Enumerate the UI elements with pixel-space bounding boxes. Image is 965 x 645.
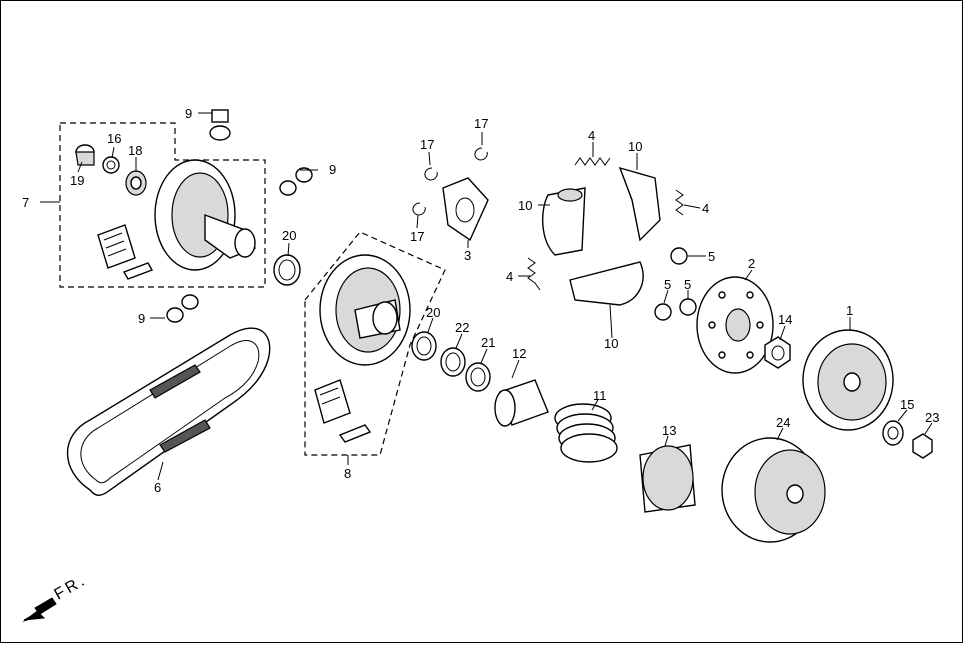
- slide-piece-9-mid: [279, 167, 313, 196]
- damper-5-c: [679, 298, 697, 316]
- callout-24: 24: [776, 415, 790, 430]
- callout-17-c: 17: [410, 229, 424, 244]
- callout-5-b: 5: [664, 277, 671, 292]
- clutch-spring-4-left: [527, 257, 541, 291]
- callout-9-low: 9: [138, 311, 145, 326]
- callout-10-top: 10: [628, 139, 642, 154]
- circlip-17-c: [412, 202, 426, 216]
- bearing-ring-20-low: [411, 331, 437, 361]
- damper-5-b: [654, 303, 672, 321]
- clutch-drive-plate-2: [696, 276, 774, 374]
- callout-19: 19: [70, 173, 84, 188]
- callout-11: 11: [593, 388, 607, 403]
- instruction-card-8: [314, 379, 351, 424]
- clutch-spring-4-right: [675, 189, 684, 216]
- front-direction-label: FR.: [52, 571, 91, 603]
- slide-piece-9-low: [166, 294, 199, 323]
- callout-17-b: 17: [474, 116, 488, 131]
- callout-5-c: 5: [684, 277, 691, 292]
- callout-20-top: 20: [282, 228, 296, 243]
- clutch-outer-1: [802, 329, 894, 431]
- callout-6: 6: [154, 480, 161, 495]
- bearing-ring-20-top: [273, 254, 301, 286]
- leader-lines: [40, 112, 933, 481]
- callout-17-a: 17: [420, 137, 434, 152]
- callout-21: 21: [481, 335, 495, 350]
- callout-5-a: 5: [708, 249, 715, 264]
- callout-18: 18: [128, 143, 142, 158]
- callout-3: 3: [464, 248, 471, 263]
- callout-14: 14: [778, 312, 792, 327]
- callout-4-top: 4: [588, 128, 595, 143]
- callout-22: 22: [455, 320, 469, 335]
- callout-4-right: 4: [702, 201, 709, 216]
- circlip-17-a: [424, 167, 438, 181]
- grease-tube-8: [338, 424, 372, 443]
- driven-face: [319, 254, 411, 366]
- callout-16: 16: [107, 131, 121, 146]
- washer-22: [440, 347, 466, 377]
- clutch-shoe-10-low: [569, 261, 644, 306]
- callout-10-low: 10: [604, 336, 618, 351]
- callout-15: 15: [900, 397, 914, 412]
- callout-9-top: 9: [185, 106, 192, 121]
- kit-box-7: [59, 122, 266, 288]
- nut-23: [912, 433, 933, 459]
- circlip-17-b: [474, 147, 488, 161]
- callout-13: 13: [662, 423, 676, 438]
- callout-20-low: 20: [426, 305, 440, 320]
- callout-9-mid: 9: [329, 162, 336, 177]
- callout-12: 12: [512, 346, 526, 361]
- washer-15: [882, 420, 904, 446]
- callout-7: 7: [22, 195, 29, 210]
- callout-8: 8: [344, 466, 351, 481]
- callout-10-left: 10: [518, 198, 532, 213]
- clutch-bell-24: [721, 437, 826, 543]
- callout-4-left: 4: [506, 269, 513, 284]
- kit-box-8: [304, 231, 446, 456]
- plate-3: [442, 177, 489, 242]
- circlip-16: [102, 156, 120, 174]
- weight-roller-19: [75, 144, 95, 166]
- damper-5-a: [670, 247, 688, 265]
- callout-2: 2: [748, 256, 755, 271]
- driven-spring-11: [554, 403, 618, 463]
- clutch-shoe-10-left: [541, 187, 586, 256]
- instruction-card-7: [97, 224, 136, 269]
- guide-collar-12: [494, 379, 549, 427]
- slide-piece-9-top: [209, 109, 231, 141]
- drive-belt: [66, 327, 271, 496]
- oil-seal-18: [125, 170, 147, 196]
- clutch-spring-4-top: [574, 157, 611, 166]
- callout-1: 1: [846, 303, 853, 318]
- movable-drive-face: [154, 159, 256, 271]
- grease-tube-7: [122, 262, 154, 280]
- washer-21: [465, 362, 491, 392]
- clutch-shoe-10-right: [618, 166, 661, 242]
- callout-23: 23: [925, 410, 939, 425]
- seal-13: [639, 444, 696, 513]
- front-direction-arrow-icon: [22, 597, 57, 622]
- nut-14: [764, 336, 791, 369]
